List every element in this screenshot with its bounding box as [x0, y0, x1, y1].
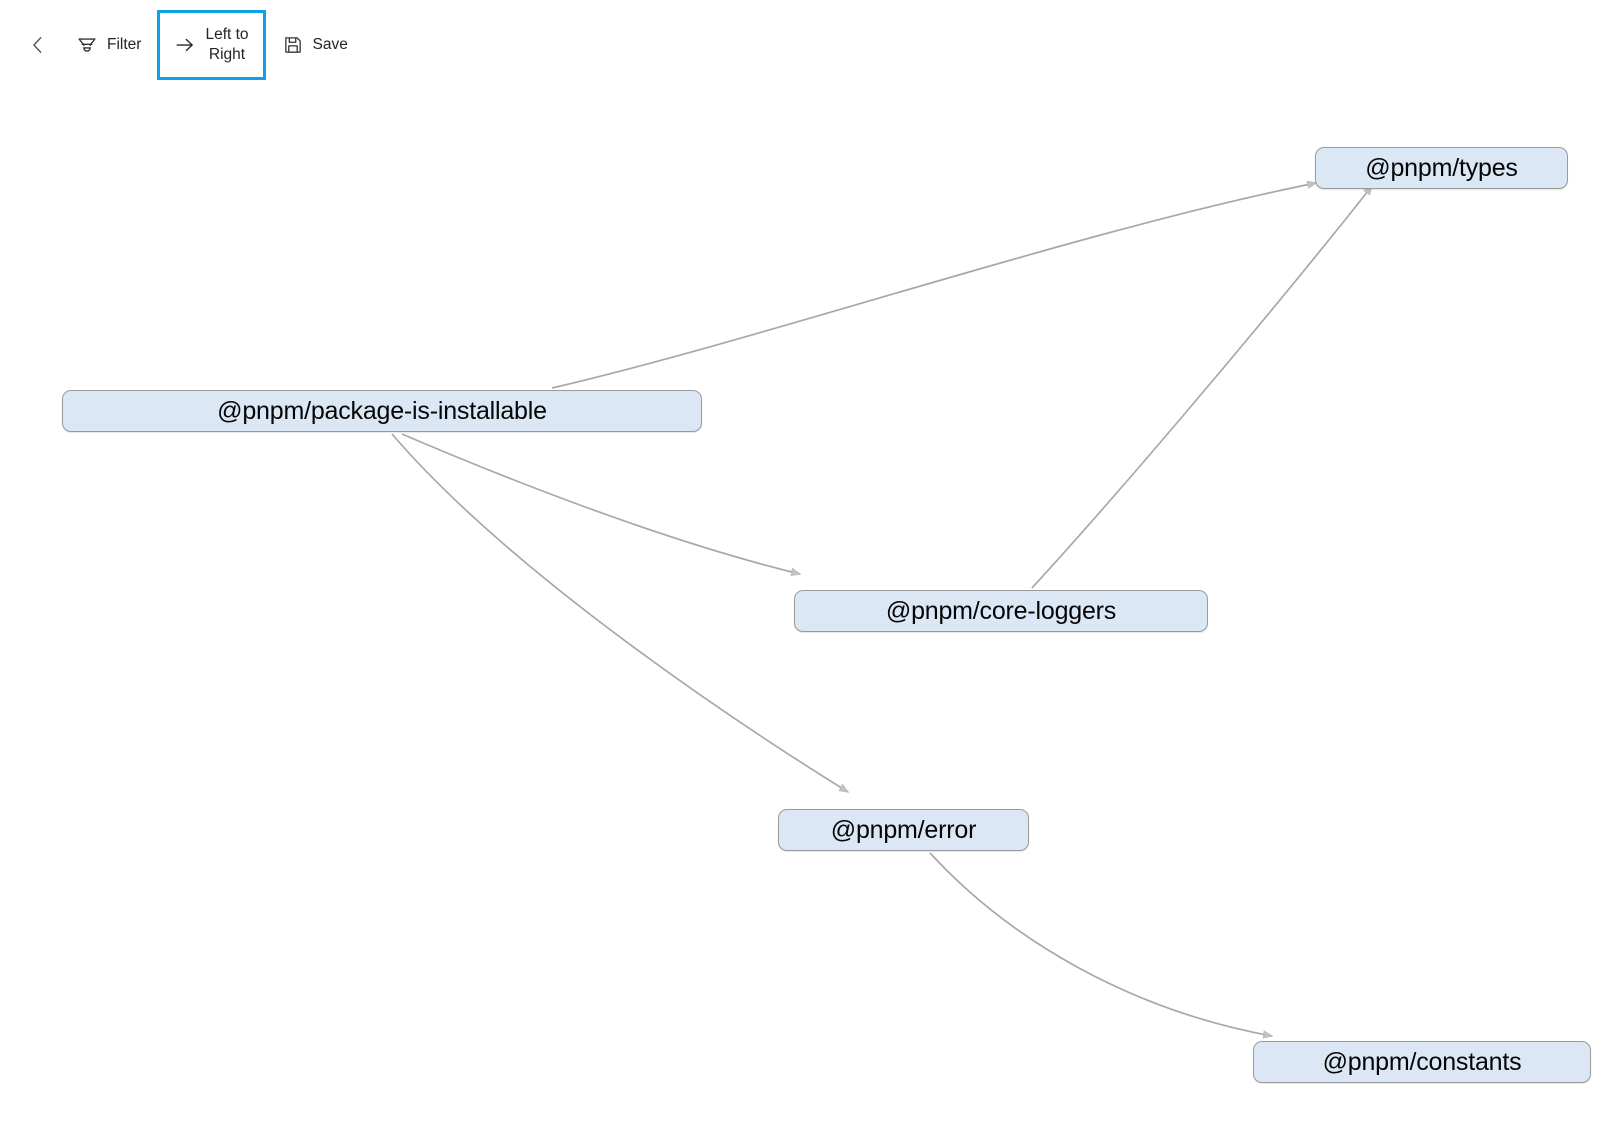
arrow-right-icon	[176, 38, 194, 52]
back-button[interactable]	[16, 10, 60, 80]
graph-node-types[interactable]: @pnpm/types	[1315, 147, 1568, 189]
left-to-right-button-label: Left to Right	[205, 25, 249, 63]
graph-node-error[interactable]: @pnpm/error	[778, 809, 1029, 851]
graph-node-package-is-installable[interactable]: @pnpm/package-is-installable	[62, 390, 702, 432]
graph-node-label: @pnpm/core-loggers	[885, 596, 1117, 625]
edge-error-to-constants	[929, 852, 1272, 1036]
edge-package-is-installable-to-types	[551, 183, 1316, 389]
edge-package-is-installable-to-error	[391, 433, 848, 792]
graph-node-label: @pnpm/constants	[1322, 1047, 1522, 1076]
edge-package-is-installable-to-core-loggers	[401, 433, 800, 574]
graph-node-label: @pnpm/types	[1365, 153, 1518, 182]
save-button[interactable]: Save	[265, 10, 364, 80]
graph-node-constants[interactable]: @pnpm/constants	[1253, 1041, 1591, 1083]
filter-button[interactable]: Filter	[60, 10, 158, 80]
edge-core-loggers-to-types	[1031, 186, 1372, 589]
save-icon	[284, 37, 301, 53]
graph-node-label: @pnpm/package-is-installable	[217, 396, 547, 425]
chevron-left-icon	[33, 37, 42, 53]
graph-node-core-loggers[interactable]: @pnpm/core-loggers	[794, 590, 1208, 632]
left-to-right-button[interactable]: Left to Right	[157, 10, 266, 80]
graph-node-label: @pnpm/error	[830, 815, 977, 844]
filter-icon	[78, 38, 96, 52]
save-button-label: Save	[312, 35, 348, 53]
filter-button-label: Filter	[107, 35, 142, 53]
toolbar: Filter Left to Right Save	[0, 0, 1617, 90]
